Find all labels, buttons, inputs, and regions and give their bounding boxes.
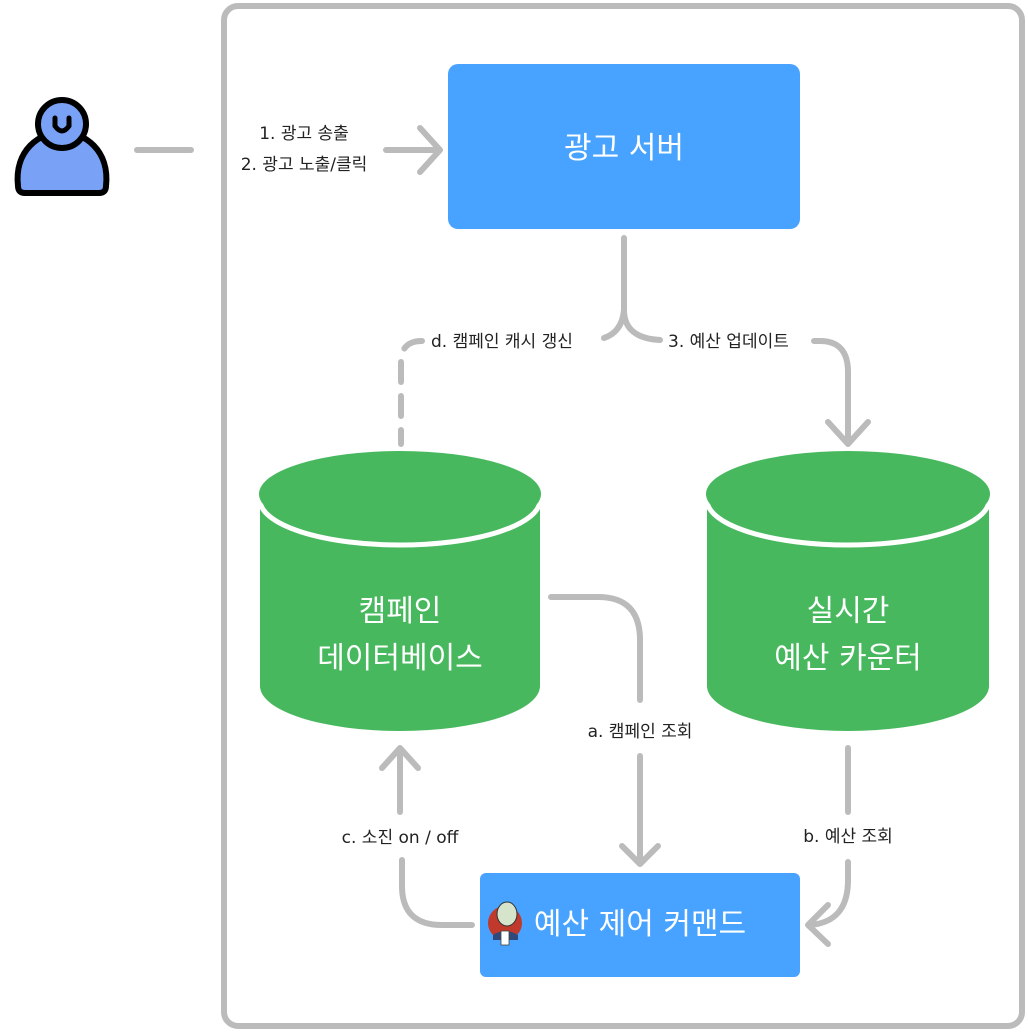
campaign-database-label-line2: 데이터베이스 <box>317 641 483 676</box>
arrow-to-ad-server <box>383 125 443 175</box>
edge-label-exhaustion-toggle: c. 소진 on / off <box>342 828 460 848</box>
arrow-from-budget-lookup <box>805 902 831 947</box>
arrow-to-budget-counter <box>825 419 871 447</box>
budget-counter-label-line1: 실시간 <box>807 594 890 629</box>
campaign-database-label-line1: 캠페인 <box>359 594 442 629</box>
ad-server-label: 광고 서버 <box>564 131 684 166</box>
budget-control-node: 예산 제어 커맨드 <box>480 873 800 977</box>
edge-label-impression-click: 2. 광고 노출/클릭 <box>241 155 368 175</box>
edge-label-budget-update: 3. 예산 업데이트 <box>668 332 789 352</box>
campaign-database-node: 캠페인 데이터베이스 <box>257 451 543 731</box>
budget-counter-node: 실시간 예산 카운터 <box>704 451 992 731</box>
jenkins-icon <box>488 901 522 946</box>
edge-label-budget-lookup: b. 예산 조회 <box>803 827 893 847</box>
edge-budget-update <box>811 338 851 445</box>
edge-label-campaign-lookup: a. 캠페인 조회 <box>588 722 693 742</box>
system-boundary-frame <box>221 3 1025 1029</box>
edge-server-branch-left <box>601 307 627 341</box>
ad-server-node: 광고 서버 <box>448 64 800 229</box>
arrow-to-budget-control <box>619 753 661 867</box>
edge-campaign-lookup-upper <box>548 594 643 703</box>
edge-label-cache-refresh: d. 캠페인 캐시 갱신 <box>431 332 573 352</box>
edge-exhaustion-lower <box>399 857 475 928</box>
edge-budget-lookup-lower <box>807 859 851 928</box>
budget-counter-label-line2: 예산 카운터 <box>774 641 922 676</box>
edge-cache-refresh-dashed <box>398 338 425 447</box>
person-icon <box>14 97 110 196</box>
budget-control-label: 예산 제어 커맨드 <box>534 907 746 942</box>
arrow-to-campaign-database <box>379 745 421 815</box>
edge-label-ad-delivery: 1. 광고 송출 <box>259 124 349 144</box>
